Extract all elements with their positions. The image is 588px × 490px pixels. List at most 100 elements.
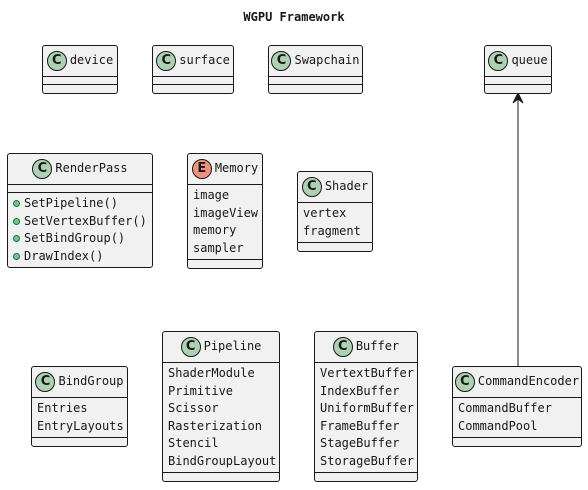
methods-section [269,85,362,93]
methods-section [153,85,233,93]
method-name: DrawIndex() [24,248,104,263]
method-row: SetVertexBuffer() [13,213,147,231]
class-shader[interactable]: C Shader vertex fragment [297,171,373,252]
method-name: SetBindGroup() [24,231,126,245]
public-method-icon [13,235,20,243]
methods-section [298,243,372,251]
class-stereotype-icon: C [32,159,53,179]
class-surface[interactable]: C surface [152,45,234,94]
class-header: C Pipeline [163,332,279,363]
public-method-icon [13,200,20,208]
field-row: Scissor [168,401,219,415]
class-stereotype-icon: C [488,51,509,71]
attributes-section: vertex fragment [298,203,372,243]
field-row: IndexBuffer [320,383,400,398]
enum-value: image [193,188,230,202]
class-header: C Swapchain [269,46,362,77]
methods-section [163,473,279,481]
class-header: C device [43,46,117,77]
class-renderpass[interactable]: C RenderPass SetPipeline() SetVertexBuff… [7,153,153,268]
enum-memory[interactable]: E Memory image imageView memory sampler [187,153,263,269]
methods-section [43,85,117,93]
class-name: device [69,53,114,68]
diagram-title: WGPU Framework [243,10,345,24]
class-header: C Buffer [315,332,417,363]
attributes-section: VertextBuffer IndexBuffer UniformBuffer … [315,363,417,473]
field-row: Primitive [168,383,234,398]
enum-stereotype-icon: E [191,159,212,179]
field-row: fragment [303,223,361,238]
methods-section [315,473,417,481]
field-row: StorageBuffer [320,453,414,468]
attributes-section [153,77,233,85]
field-row: EntryLayouts [37,418,124,433]
methods-section: SetPipeline() SetVertexBuffer() SetBindG… [8,193,152,267]
attributes-section [8,185,152,193]
class-name: Pipeline [203,339,262,354]
method-row: SetBindGroup() [13,230,147,248]
attributes-section [43,77,117,85]
attributes-section: ShaderModule Primitive Scissor Rasteriza… [163,363,279,473]
field-row: vertex [303,206,347,220]
field-row: ShaderModule [168,366,255,380]
class-buffer[interactable]: C Buffer VertextBuffer IndexBuffer Unifo… [314,331,418,482]
field-row: CommandBuffer [458,401,552,415]
enum-values-section: image imageView memory sampler [188,185,262,260]
field-row: VertextBuffer [320,366,414,380]
class-stereotype-icon: C [180,337,201,357]
arrowhead-icon [512,91,524,104]
class-header: C BindGroup [32,367,127,398]
methods-section [485,85,551,93]
field-row: FrameBuffer [320,418,400,433]
enum-value: sampler [193,240,244,255]
class-header: C CommandEncoder [453,367,581,398]
class-stereotype-icon: C [46,51,67,71]
class-name: RenderPass [55,161,128,176]
method-name: SetVertexBuffer() [24,213,147,228]
class-commandencoder[interactable]: C CommandEncoder CommandBuffer CommandPo… [452,366,582,447]
class-name: Shader [324,179,369,194]
class-queue[interactable]: C queue [484,45,552,94]
class-name: BindGroup [58,374,124,389]
methods-section [32,438,127,446]
field-row: StageBuffer [320,436,400,450]
class-device[interactable]: C device [42,45,118,94]
class-header: C RenderPass [8,154,152,185]
attributes-section [269,77,362,85]
class-name: surface [179,53,230,68]
class-pipeline[interactable]: C Pipeline ShaderModule Primitive Scisso… [162,331,280,482]
class-name: Swapchain [294,53,360,68]
field-row: Rasterization [168,418,262,433]
field-row: BindGroupLayout [168,453,277,468]
method-name: SetPipeline() [24,196,118,210]
field-row: CommandPool [458,418,538,433]
enum-value: memory [193,223,237,237]
class-stereotype-icon: C [454,372,475,392]
methods-section [188,260,262,268]
class-name: Buffer [355,339,400,354]
class-name: queue [511,53,548,68]
class-stereotype-icon: C [271,51,292,71]
public-method-icon [13,217,20,225]
class-header: E Memory [188,154,262,185]
class-header: C queue [485,46,551,77]
field-row: UniformBuffer [320,401,414,415]
method-row: DrawIndex() [13,248,147,266]
enum-value: imageView [193,205,259,220]
class-swapchain[interactable]: C Swapchain [268,45,363,94]
field-row: Stencil [168,436,219,450]
attributes-section: Entries EntryLayouts [32,398,127,438]
class-stereotype-icon: C [332,337,353,357]
class-stereotype-icon: C [35,372,56,392]
class-name: CommandEncoder [477,374,580,389]
class-header: C surface [153,46,233,77]
class-header: C Shader [298,172,372,203]
attributes-section [485,77,551,85]
class-name: Memory [214,161,259,176]
class-stereotype-icon: C [301,177,322,197]
field-row: Entries [37,401,88,415]
method-row: SetPipeline() [13,195,147,213]
public-method-icon [13,252,20,260]
class-bindgroup[interactable]: C BindGroup Entries EntryLayouts [31,366,128,447]
